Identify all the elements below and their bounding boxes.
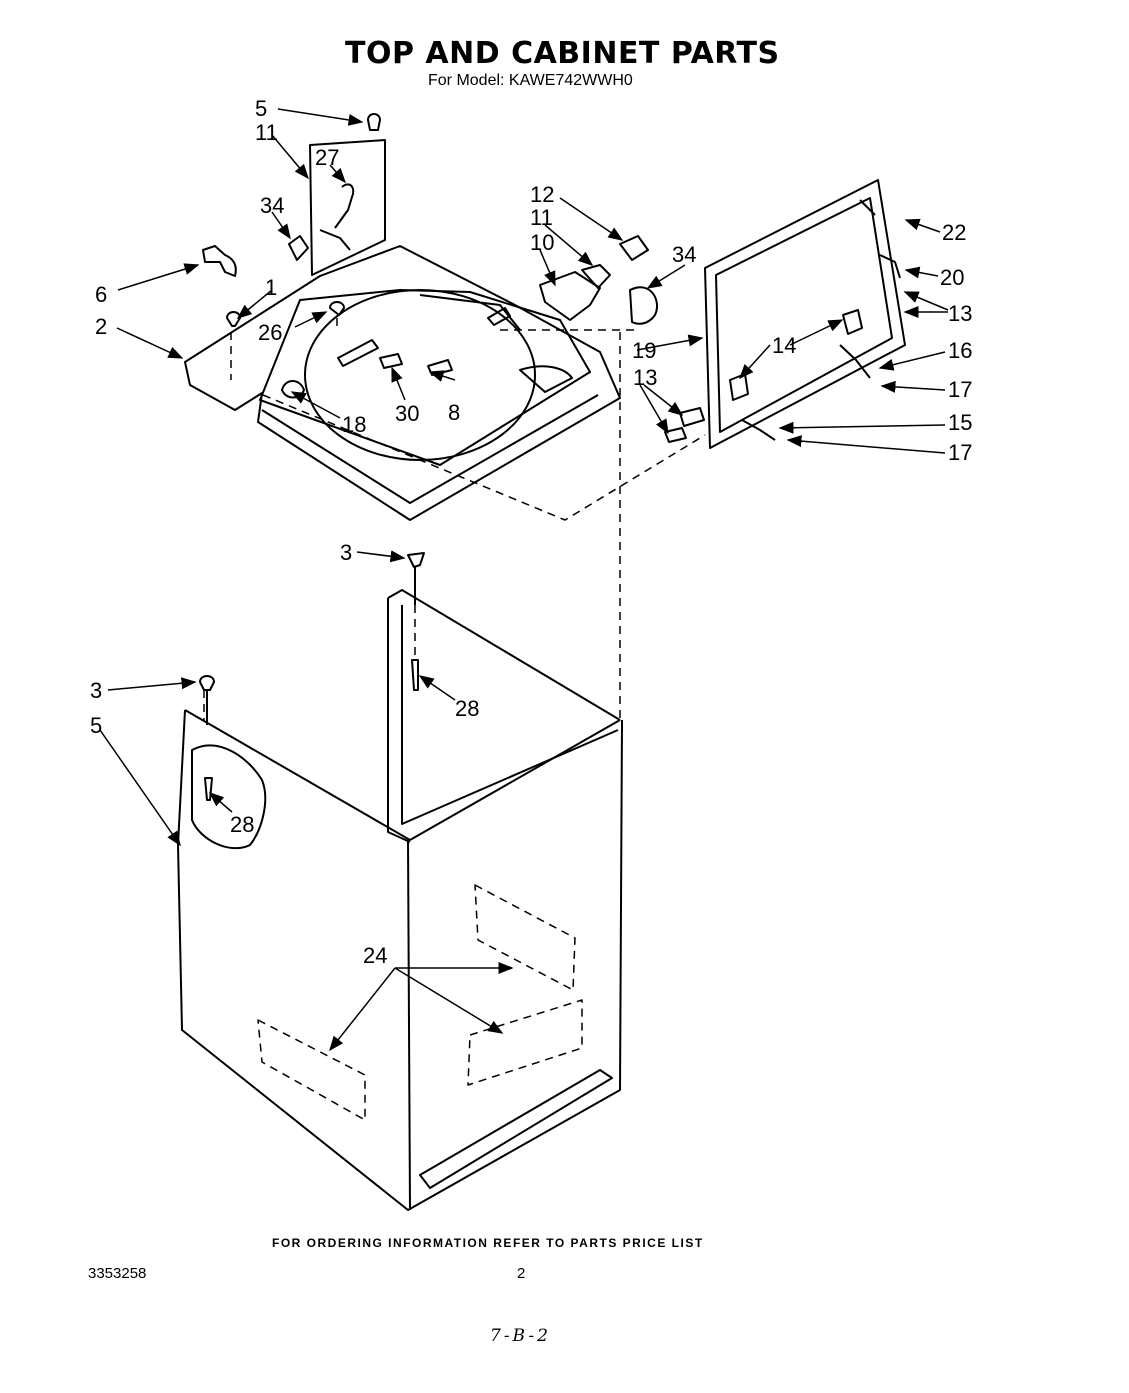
model-subtitle: For Model: KAWE742WWH0: [428, 72, 633, 89]
callout-13-left: 13: [633, 365, 657, 390]
handwritten-code: 7-B-2: [490, 1326, 551, 1346]
callout-20: 20: [940, 265, 964, 290]
callout-11: 11: [530, 205, 553, 230]
cabinet: [177, 552, 623, 1211]
callout-19: 19: [632, 338, 656, 363]
callout-9: 11: [255, 120, 278, 145]
callout-31: 34: [260, 193, 284, 218]
callout-4: 5: [255, 96, 267, 121]
callout-6: 6: [95, 282, 107, 307]
callout-12: 12: [530, 182, 554, 207]
callout-3-lower: 3: [90, 678, 102, 703]
callout-3-upper: 3: [340, 540, 352, 565]
callout-8: 8: [448, 400, 460, 425]
top-panel: [184, 245, 621, 521]
callout-28-upper: 28: [455, 696, 479, 721]
callout-2: 2: [95, 314, 107, 339]
ordering-note: FOR ORDERING INFORMATION REFER TO PARTS …: [272, 1236, 704, 1250]
page-title: TOP AND CABINET PARTS: [345, 36, 780, 71]
callout-leaders: [99, 108, 949, 1052]
callout-5: 5: [90, 713, 102, 738]
page-number: 2: [517, 1265, 526, 1282]
callout-labels: 5 11 27 34 12 11 10 34 6 1 2 26 22 20 13…: [90, 96, 972, 968]
callout-1: 1: [265, 275, 277, 300]
callout-17-lower: 17: [948, 440, 972, 465]
callout-24: 24: [363, 943, 387, 968]
callout-10: 10: [530, 230, 554, 255]
callout-14: 14: [772, 333, 796, 358]
callout-18: 18: [342, 412, 366, 437]
document-number: 3353258: [88, 1265, 147, 1282]
callout-26: 26: [258, 320, 282, 345]
callout-28-lower: 28: [230, 812, 254, 837]
callout-13-right: 13: [948, 301, 972, 326]
lid: [664, 179, 906, 449]
callout-27: 27: [315, 145, 339, 170]
callout-34: 34: [672, 242, 696, 267]
callout-30: 30: [395, 401, 419, 426]
callout-17-upper: 17: [948, 377, 972, 402]
callout-16: 16: [948, 338, 972, 363]
callout-15: 15: [948, 410, 972, 435]
callout-22: 22: [942, 220, 966, 245]
